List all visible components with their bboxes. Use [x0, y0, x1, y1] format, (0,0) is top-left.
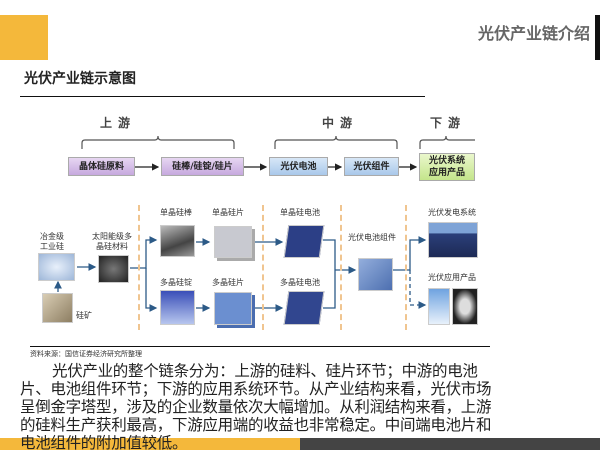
footer-bar-dark	[300, 438, 600, 450]
mono-rod-image	[160, 225, 195, 257]
metallurgical-silicon-image	[38, 253, 75, 281]
mono-cell-image	[283, 225, 325, 258]
silicon-ore-image	[42, 293, 73, 323]
diagram-connectors	[54, 135, 475, 312]
label-mono-rod: 单晶硅棒	[160, 208, 192, 217]
edge-bar	[595, 15, 600, 60]
source-divider	[30, 346, 490, 347]
flow-box-cell: 光伏电池	[269, 157, 328, 176]
label-pv-module: 光伏电池组件	[348, 233, 396, 242]
divider	[138, 205, 140, 330]
section-title: 光伏产业链介绍	[478, 24, 591, 43]
app-product-image	[428, 288, 450, 325]
mono-wafer-image	[214, 226, 252, 258]
stage-midstream: 中游	[322, 116, 359, 130]
label-mono-wafer: 单晶硅片	[212, 208, 244, 217]
polysilicon-image	[98, 255, 129, 283]
pv-module-image	[358, 258, 393, 291]
label-poly-wafer: 多晶硅片	[212, 278, 244, 287]
poly-wafer-image	[214, 292, 252, 325]
stage-downstream: 下游	[430, 116, 467, 130]
divider	[262, 205, 264, 330]
label-metallurgical-silicon: 冶金级工业硅	[40, 232, 64, 251]
flow-box-module: 光伏组件	[344, 157, 399, 176]
accent-square	[0, 15, 48, 60]
divider	[340, 205, 342, 330]
stage-upstream: 上游	[100, 116, 137, 130]
title-divider	[20, 96, 425, 97]
poly-cell-image	[283, 291, 325, 325]
footer-bar-accent	[0, 438, 300, 450]
poly-ingot-image	[160, 290, 195, 325]
app-product-image	[452, 288, 478, 325]
slide-title: 光伏产业链示意图	[24, 71, 136, 87]
label-poly-ingot: 多晶硅锭	[160, 278, 192, 287]
flow-box-raw-material: 晶体硅原料	[68, 157, 135, 176]
divider	[405, 205, 407, 330]
label-mono-cell: 单晶硅电池	[280, 208, 320, 217]
label-silicon-ore: 硅矿	[76, 311, 92, 320]
flow-box-wafer: 硅棒/硅锭/硅片	[161, 157, 244, 176]
label-power-system: 光伏发电系统	[428, 208, 476, 217]
power-system-image	[428, 222, 478, 258]
label-app-products: 光伏应用产品	[428, 273, 476, 282]
flow-box-application: 光伏系统应用产品	[419, 153, 475, 181]
source-note: 资料来源：国信证券经济研究所整理	[30, 350, 142, 358]
body-paragraph: 光伏产业的整个链条分为：上游的硅料、硅片环节；中游的电池片、电池组件环节；下游的…	[20, 362, 492, 452]
label-poly-cell: 多晶硅电池	[280, 278, 320, 287]
label-solar-polysilicon: 太阳能级多晶硅材料	[92, 232, 132, 251]
